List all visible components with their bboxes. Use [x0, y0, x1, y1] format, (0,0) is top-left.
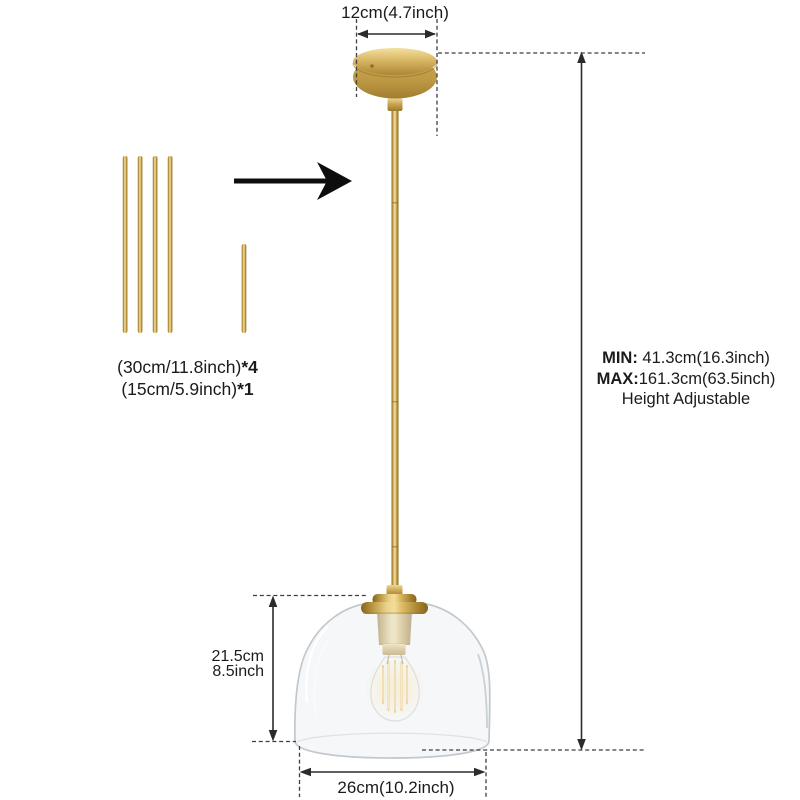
max-height-line: MAX:161.3cm(63.5inch)	[586, 369, 786, 390]
max-value: 161.3cm(63.5inch)	[638, 369, 776, 388]
ceiling-canopy	[352, 48, 438, 99]
shade-height-dimension	[252, 594, 368, 743]
spare-rod	[122, 156, 128, 333]
long-rod-size: (30cm/11.8inch)	[117, 357, 242, 377]
dimension-lines	[252, 19, 645, 797]
long-rod-line: (30cm/11.8inch)*4	[100, 357, 275, 379]
shade-width-label: 26cm(10.2inch)	[337, 778, 455, 797]
shade-height-cm: 21.5cm	[211, 648, 264, 665]
max-key: MAX:	[596, 369, 639, 388]
canopy-width-dimension	[355, 19, 438, 136]
spare-rods-label: (30cm/11.8inch)*4 (15cm/5.9inch)*1	[100, 357, 275, 400]
overall-height-dimension	[422, 51, 645, 751]
rod-collar	[387, 98, 403, 111]
min-height-line: MIN: 41.3cm(16.3inch)	[586, 348, 786, 369]
glass-shade	[294, 602, 491, 759]
shade-height-inch: 8.5inch	[212, 663, 264, 680]
spare-rod	[167, 156, 173, 333]
short-rod-size: (15cm/5.9inch)	[121, 378, 238, 399]
long-rod-count: *4	[241, 357, 258, 377]
spare-rods	[122, 156, 247, 333]
shade-height-label: 21.5cm 8.5inch	[194, 648, 264, 680]
spare-rod	[137, 156, 143, 333]
assembly-arrow-icon	[234, 162, 352, 200]
pendant-rod	[387, 86, 403, 594]
short-rod-line: (15cm/5.9inch)*1	[100, 379, 275, 401]
canopy-screw	[370, 64, 374, 68]
min-key: MIN:	[602, 349, 638, 367]
shade-fitting	[361, 585, 428, 614]
canopy-width-label: 12cm(4.7inch)	[341, 3, 449, 22]
overall-height-label: MIN: 41.3cm(16.3inch) MAX:161.3cm(63.5in…	[586, 348, 786, 410]
shade-width-dimension	[298, 746, 487, 797]
height-adjustable-note: Height Adjustable	[621, 390, 751, 408]
spare-rod-short	[241, 244, 247, 333]
min-value: 41.3cm(16.3inch)	[637, 349, 770, 367]
spare-rod	[152, 156, 158, 333]
short-rod-count: *1	[237, 378, 254, 399]
